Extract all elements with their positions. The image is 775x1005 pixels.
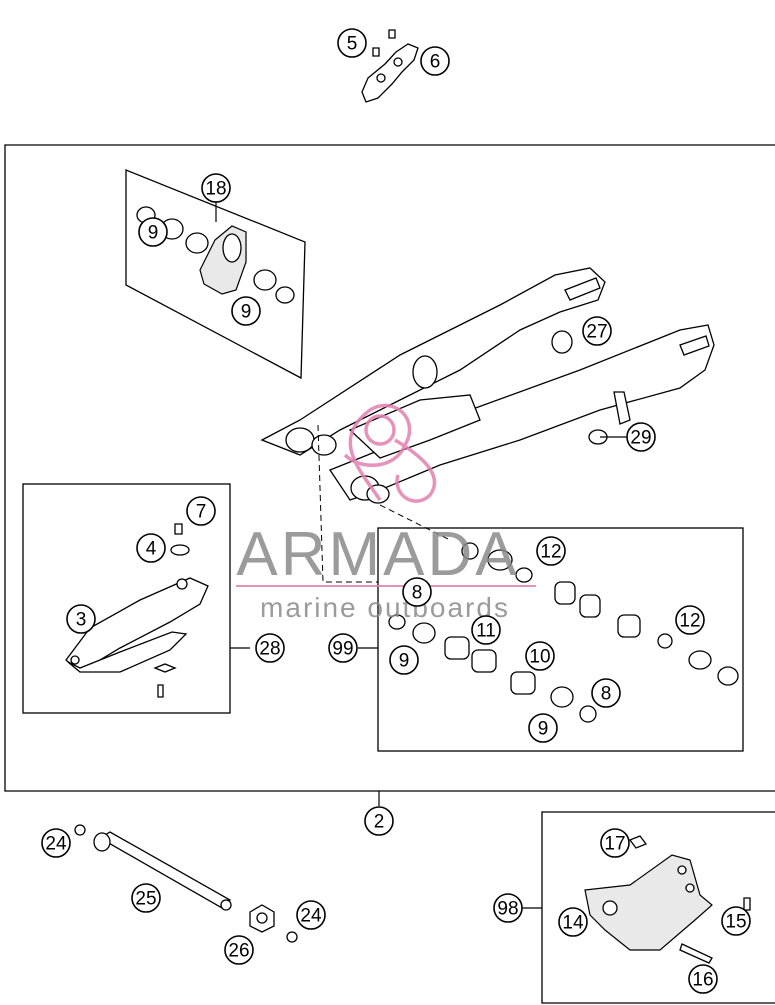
callout-label: 7 (196, 502, 207, 523)
callout-c4: 4 (136, 533, 166, 563)
callout-label: 8 (601, 684, 612, 705)
callout-label: 15 (725, 912, 746, 933)
callout-c8a: 8 (402, 577, 432, 607)
swingarm-group-frame (4, 144, 775, 792)
chain-guide-parts (584, 835, 751, 964)
callout-label: 3 (76, 610, 87, 631)
chain-slider-box (22, 483, 231, 714)
callout-label: 28 (259, 639, 280, 660)
callout-c12a: 12 (536, 536, 566, 566)
leader-lines (215, 202, 628, 909)
callout-c24b: 24 (296, 900, 326, 930)
callout-c9b: 9 (231, 296, 261, 326)
callout-label: 17 (604, 834, 625, 855)
callout-label: 14 (562, 913, 584, 934)
callout-label: 26 (228, 941, 249, 962)
callout-label: 12 (540, 542, 561, 563)
callout-c25: 25 (131, 883, 161, 913)
callout-label: 11 (476, 621, 496, 642)
callout-label: 9 (538, 719, 549, 740)
callout-label: 24 (300, 906, 322, 927)
pivot-shaft (74, 824, 298, 943)
callout-c7: 7 (186, 496, 216, 526)
brand-name: ARMADA (236, 520, 519, 589)
callout-label: 98 (497, 899, 518, 920)
callout-c10: 10 (525, 641, 555, 671)
callout-label: 24 (45, 834, 67, 855)
callout-c14: 14 (558, 907, 588, 937)
brand-logo (343, 403, 437, 503)
callout-c29: 29 (626, 422, 656, 452)
callout-c15: 15 (721, 906, 751, 936)
callout-label: 16 (692, 970, 713, 991)
callout-c9c: 9 (389, 645, 419, 675)
swingarm (260, 267, 715, 504)
callout-label: 10 (529, 647, 550, 668)
callout-c17: 17 (600, 828, 630, 858)
callout-c16: 16 (688, 964, 718, 994)
callout-c2: 2 (364, 806, 394, 836)
callout-c12b: 12 (675, 605, 705, 635)
callout-label: 8 (412, 583, 423, 604)
callout-label: 18 (205, 179, 226, 200)
brand-tagline: marine outboards (260, 592, 510, 623)
callout-label: 6 (430, 52, 441, 73)
bearing-kit-box (125, 169, 306, 380)
brand-watermark: ARMADA marine outboards (236, 403, 536, 623)
callout-label: 9 (148, 223, 159, 244)
callout-c5: 5 (337, 28, 367, 58)
callout-c9d: 9 (528, 713, 558, 743)
callout-c26: 26 (224, 935, 254, 965)
callout-label: 9 (241, 302, 252, 323)
callout-c99: 99 (328, 633, 358, 663)
callout-label: 29 (630, 428, 651, 449)
bearing-kit-parts (136, 206, 295, 304)
callout-c6: 6 (420, 46, 450, 76)
bearing-parts (317, 424, 739, 723)
callout-c11: 11 (471, 615, 501, 645)
callout-c28: 28 (255, 633, 285, 663)
callout-c3: 3 (66, 604, 96, 634)
callout-c18: 18 (201, 173, 231, 203)
callout-label: 12 (679, 611, 700, 632)
callout-label: 27 (586, 322, 607, 343)
callout-c8b: 8 (591, 678, 621, 708)
chain-guide-top (361, 29, 419, 103)
callout-label: 9 (399, 651, 410, 672)
chain-slider-parts (65, 523, 209, 698)
callout-label: 4 (146, 539, 157, 560)
callout-label: 99 (332, 639, 353, 660)
callout-c27: 27 (582, 316, 612, 346)
callout-label: 25 (135, 889, 156, 910)
callout-label: 5 (347, 34, 358, 55)
callout-c24a: 24 (41, 828, 71, 858)
bearing-parts-box (377, 527, 744, 752)
callout-c9a: 9 (138, 217, 168, 247)
callout-c98: 98 (493, 893, 523, 923)
callout-label: 2 (374, 812, 385, 833)
